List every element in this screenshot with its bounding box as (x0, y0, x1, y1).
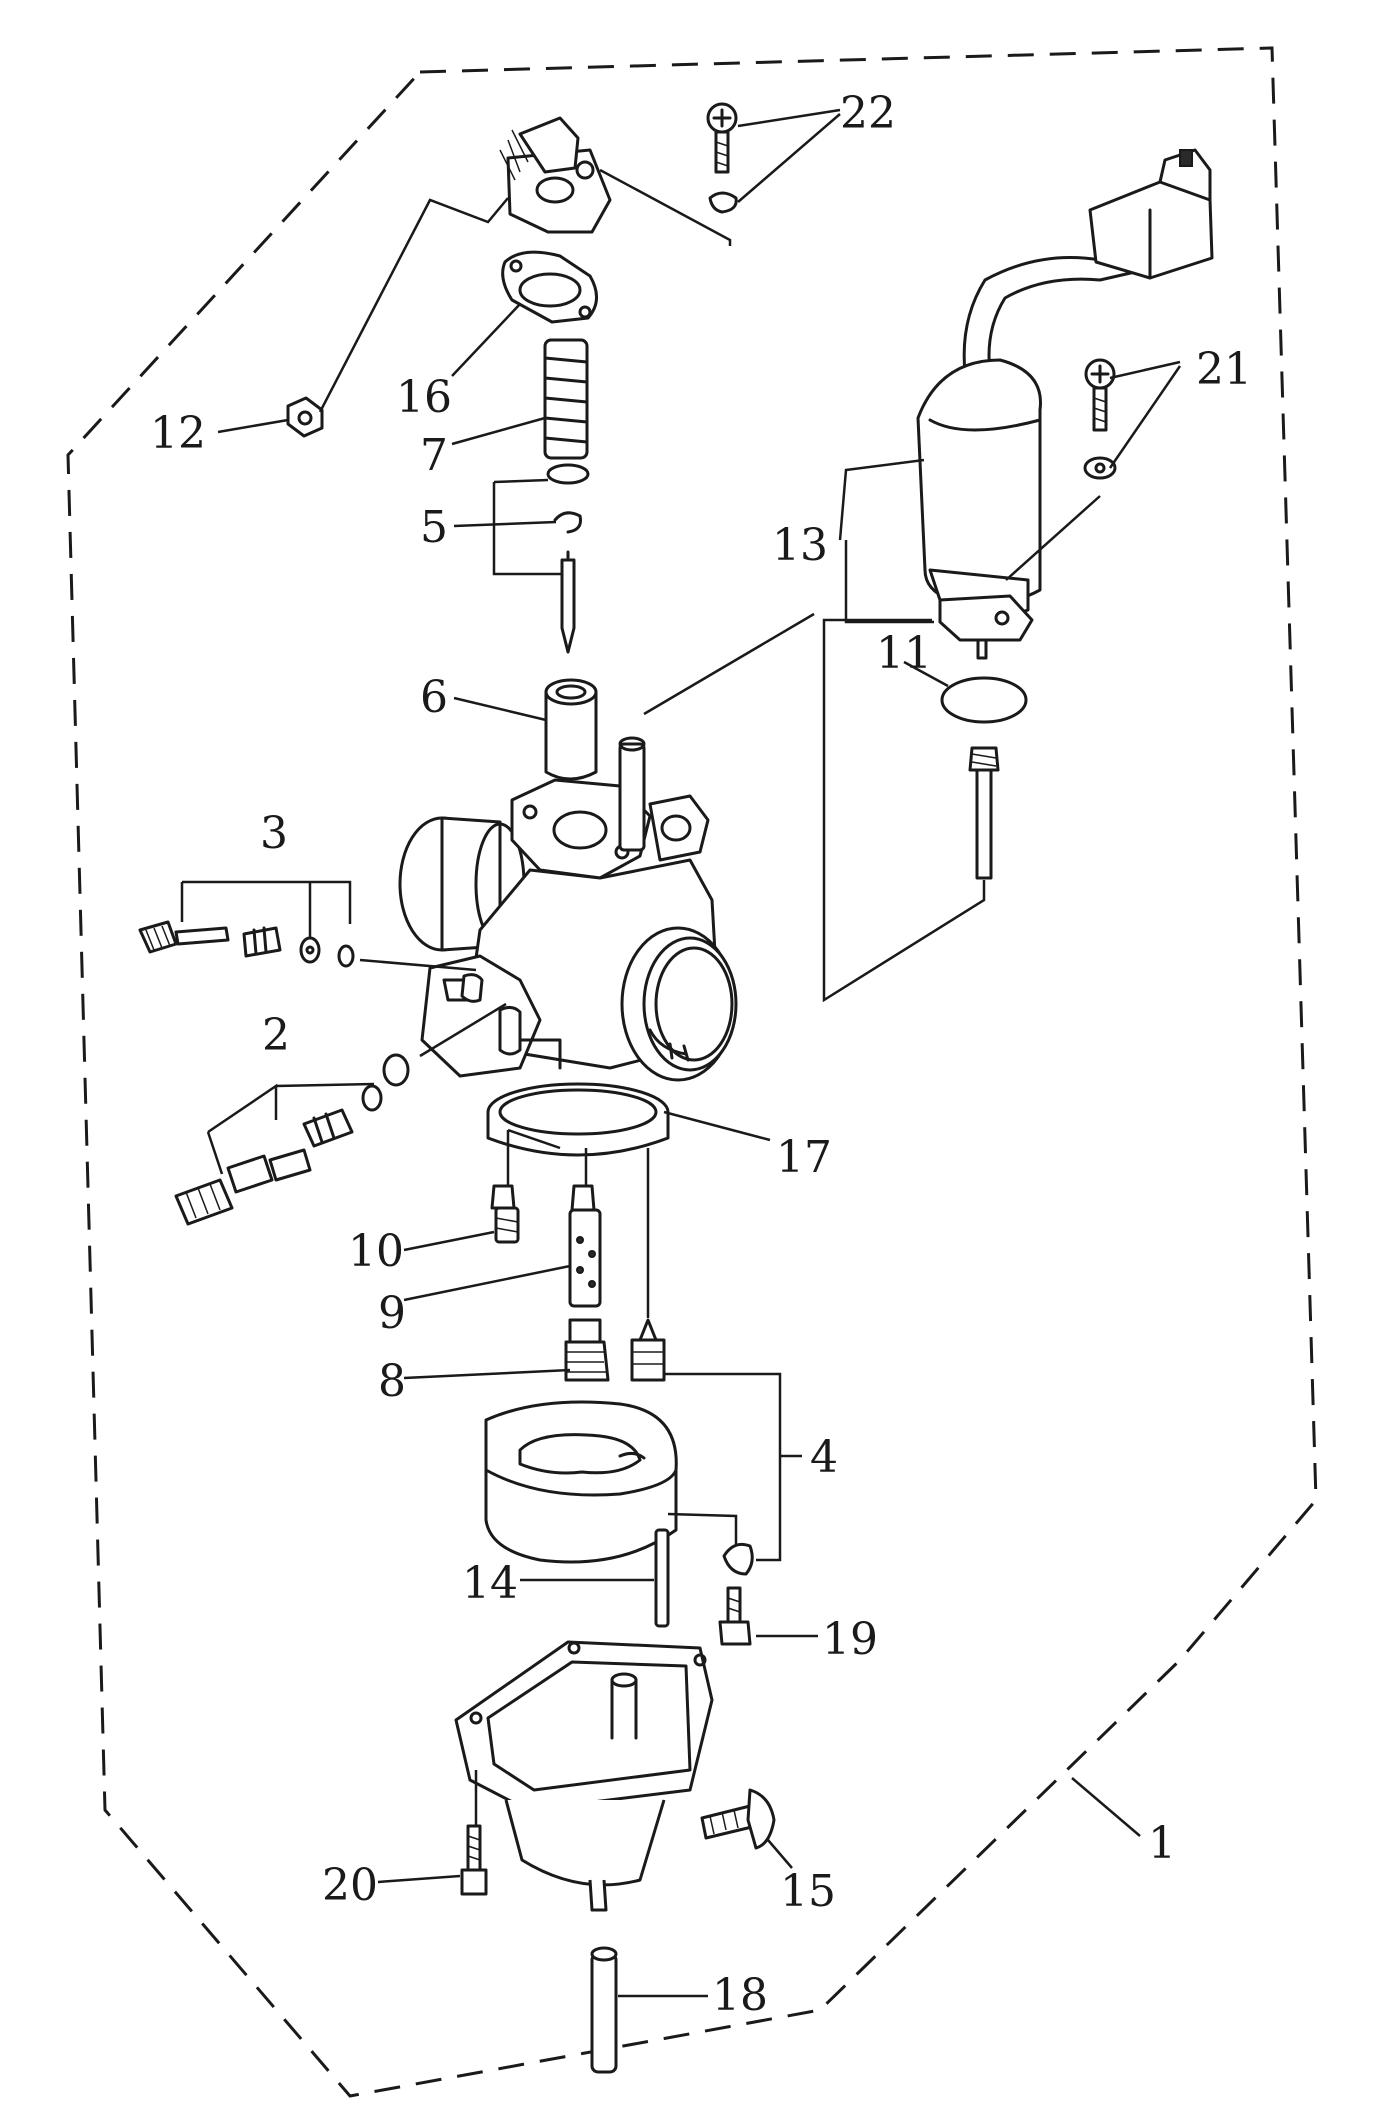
starter-cover (499, 116, 612, 234)
throttle-slide-6 (544, 678, 598, 781)
callout-8: 8 (378, 1356, 406, 1407)
callout-9: 9 (378, 1288, 406, 1339)
nut-12 (286, 396, 324, 438)
gasket-16 (501, 250, 598, 324)
leader-lines (180, 108, 1182, 1998)
callout-3: 3 (260, 808, 288, 859)
callout-17: 17 (776, 1132, 832, 1183)
pilot-jet-10 (490, 1184, 520, 1244)
auto-choke-13 (916, 148, 1214, 660)
jet-needle (560, 550, 576, 654)
callout-22: 22 (840, 88, 896, 139)
callout-14: 14 (462, 1558, 518, 1609)
screw-20 (460, 1824, 488, 1896)
screw-22 (706, 102, 738, 214)
callout-11: 11 (876, 628, 932, 679)
callout-5: 5 (420, 502, 448, 553)
float (484, 1400, 678, 1564)
e-clip (553, 511, 582, 534)
float-pin-14 (654, 1528, 670, 1628)
choke-plunger (968, 746, 1000, 880)
callout-4: 4 (810, 1432, 838, 1483)
gasket-11 (940, 676, 1028, 724)
float-needle-clip (722, 1542, 754, 1576)
callout-13: 13 (772, 520, 828, 571)
carburetor-body (398, 736, 738, 1157)
callout-6: 6 (420, 672, 448, 723)
drain-tube-18 (590, 1946, 618, 2074)
callout-18: 18 (712, 1970, 768, 2021)
retainer-plate (546, 463, 590, 485)
float-bowl (454, 1640, 714, 1912)
screw-21 (1083, 358, 1117, 480)
callout-2: 2 (262, 1010, 290, 1061)
callout-16: 16 (396, 372, 452, 423)
pilot-screw-3 (138, 920, 355, 968)
spring-7 (543, 338, 589, 460)
throttle-stop-screw-2 (174, 1053, 410, 1226)
callout-19: 19 (822, 1614, 878, 1665)
callout-20: 20 (322, 1860, 378, 1911)
callout-7: 7 (420, 430, 448, 481)
callout-15: 15 (780, 1866, 836, 1917)
needle-jet-9 (568, 1184, 602, 1308)
float-needle (630, 1318, 666, 1382)
callout-12: 12 (150, 408, 206, 459)
main-jet-8 (564, 1318, 610, 1382)
callout-10: 10 (348, 1226, 404, 1277)
callout-21: 21 (1196, 344, 1252, 395)
callout-1: 1 (1148, 1818, 1176, 1869)
screw-19 (718, 1586, 752, 1646)
drain-screw-15 (700, 1788, 776, 1850)
